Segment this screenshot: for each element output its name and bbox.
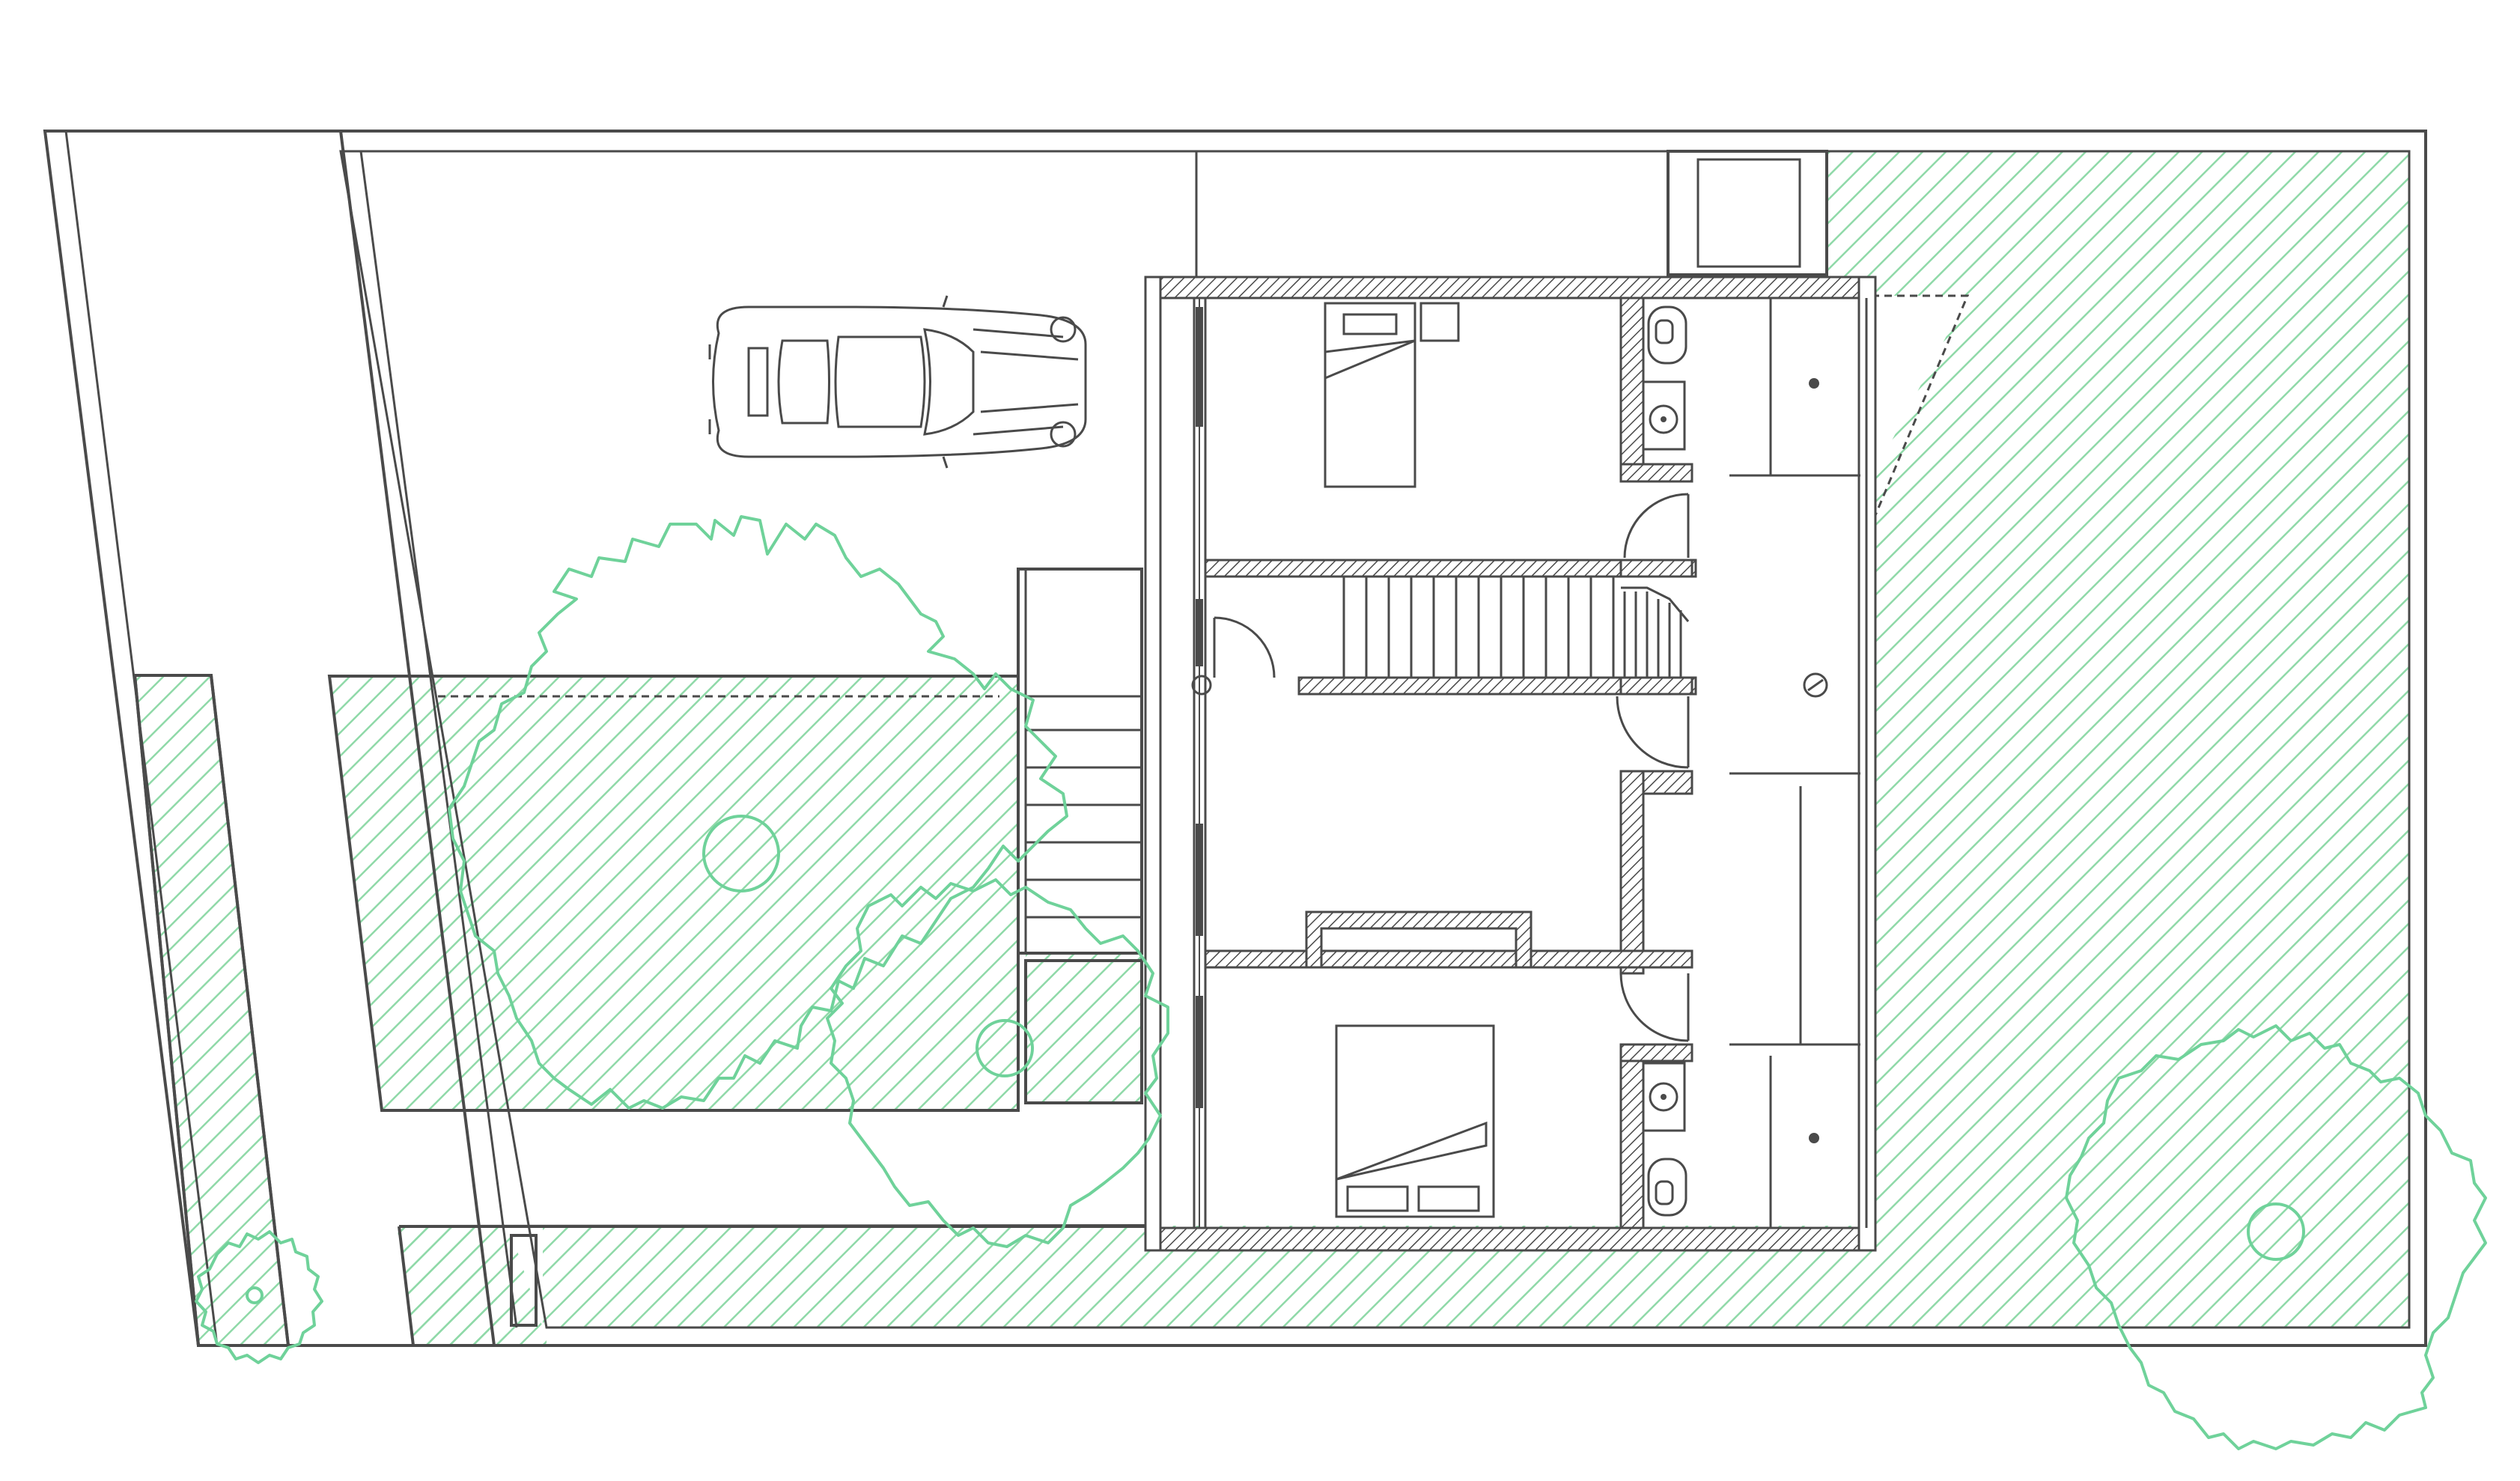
left-planter-outline [133,674,290,1347]
car-windshield [777,339,830,425]
bed-double-frame [1335,1024,1495,1218]
bottom-planter-left-edge [398,1226,415,1346]
corridor-wall-upper [1204,559,1697,578]
bed-single-pillow [1342,313,1398,335]
sink-top [1642,380,1686,451]
house [1144,276,1877,1252]
door-swing-mid-corridor [1616,696,1690,769]
sidewalk-line-2 [359,150,518,1328]
toilet-bottom [1647,1158,1687,1217]
bed-double-sheet-fold [1336,1121,1488,1181]
trees [195,515,2487,1450]
toilet-top [1647,305,1687,365]
stair-landing-wall [1619,559,1693,578]
window-left-4 [1196,996,1203,1108]
dashed-edge-right-inner [1870,294,1970,525]
window-left-2 [1196,599,1203,666]
bath-wall-top-vertical [1619,296,1645,483]
wall-fixture [1191,675,1212,696]
bath-fixtures-bottom [1642,1062,1687,1217]
bath-wall-bottom-vertical [1619,1043,1645,1229]
car-hood-lines [973,328,1079,436]
bath-wall-bottom-horizontal [1619,1043,1693,1062]
window-left-3 [1196,824,1203,936]
bath-fixtures-top [1642,305,1687,451]
sidewalk-line-1 [339,130,496,1346]
car-rear-window [923,328,975,436]
site-outer-outline [43,130,2427,1347]
mid-wall-left-vertical [1619,770,1645,975]
bath-wall-top-horizontal [1619,463,1693,483]
closet-knob-bottom [1809,1133,1819,1143]
car-rear-bumper [747,347,769,417]
bed-double-pillow-right [1417,1185,1480,1212]
mid-wall-horizontal [1204,949,1693,969]
garden-zone-small-court [1026,953,1142,1103]
garden-zone-right [1827,151,2409,1328]
utility-box [1667,150,1828,276]
site-boundary [43,130,2427,1347]
center-planter-outline [327,675,1020,1112]
door-swing-upper-corridor [1623,493,1690,559]
car-headlight-top [1050,316,1077,343]
bed-single [1324,302,1460,488]
tree-large-canopy [448,515,1068,1110]
car-roof [834,335,926,428]
tree-large-trunk [702,815,780,892]
utility-box-inner [1696,158,1801,268]
closets [1191,298,1860,1228]
door-swings [1213,493,1690,1042]
gate-post [510,1234,538,1327]
bed-double-pillow-left [1346,1185,1409,1212]
interior-stair [1342,577,1690,678]
tree-medium-canopy [826,878,1169,1248]
bed-single-sheet-fold [1324,339,1416,380]
garden-zone-left-strip [133,674,290,1347]
stair-bottom-wall [1619,676,1693,696]
car-body [712,305,1087,458]
house-wall-bottom [1144,1226,1877,1252]
tree-medium-trunk [976,1019,1034,1077]
stair-wall-lower [1297,676,1697,696]
car-mirrors [942,295,949,469]
car-headlight-bottom [1050,421,1077,448]
closet-knob-top [1809,378,1819,389]
shrub-small-trunk [246,1286,264,1304]
tree-right-trunk [2247,1202,2305,1261]
utility-box-outer [1667,150,1828,276]
house-wall-left [1144,276,1162,1252]
window-left-1 [1196,307,1203,427]
garden-zone-center [329,676,1018,1110]
dashed-edge-right [1827,150,2411,1328]
sink-bottom [1642,1062,1686,1132]
door-swing-stair [1213,616,1276,678]
bed-single-frame [1324,302,1416,488]
nightstand [1419,302,1460,342]
closet-interior [1320,927,1518,969]
shrub-small-canopy [195,1230,323,1364]
door-swing-lower-corridor [1619,973,1690,1042]
bed-double [1335,1024,1495,1218]
tree-right-canopy [2065,1024,2487,1450]
floor-drain [1803,672,1828,698]
car [708,295,1087,469]
house-wall-top [1144,276,1877,299]
